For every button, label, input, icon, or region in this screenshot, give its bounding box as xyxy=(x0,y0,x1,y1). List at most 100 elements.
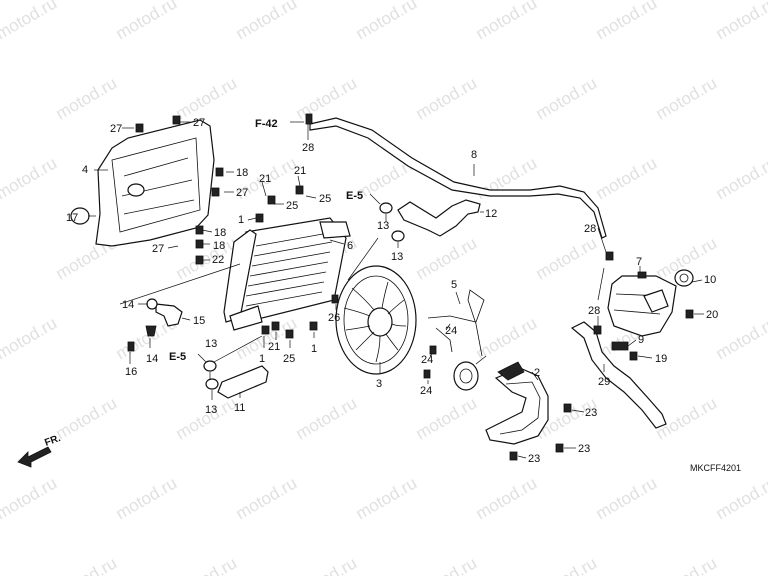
cooling-fan-part xyxy=(335,265,417,375)
watermark-text: motod.ru xyxy=(0,473,60,523)
callout-14: 14 xyxy=(122,299,134,311)
watermark-text: motod.ru xyxy=(53,73,121,123)
breather-tube-part xyxy=(309,117,607,239)
callout-18: 18 xyxy=(236,167,248,179)
callout-23: 23 xyxy=(528,453,540,465)
watermark-text: motod.ru xyxy=(533,73,601,123)
watermark-text: motod.ru xyxy=(473,0,541,43)
callout-7: 7 xyxy=(636,256,642,268)
radiator-shroud-part xyxy=(95,115,215,247)
callout-1: 1 xyxy=(259,353,265,365)
watermark-text: motod.ru xyxy=(653,73,721,123)
callout-10: 10 xyxy=(704,274,716,286)
callout-25: 25 xyxy=(283,353,295,365)
watermark-text: motod.ru xyxy=(113,0,181,43)
watermark-text: motod.ru xyxy=(0,0,60,43)
callout-24: 24 xyxy=(421,354,433,366)
callout-28: 28 xyxy=(302,142,314,154)
callout-11: 11 xyxy=(234,402,245,414)
small-hose-part xyxy=(155,303,183,327)
callout-13: 13 xyxy=(391,251,403,263)
callout-24: 24 xyxy=(445,325,457,337)
callout-5: 5 xyxy=(451,279,457,291)
watermark-text: motod.ru xyxy=(713,0,768,43)
callout-3: 3 xyxy=(376,378,382,390)
watermark-text: motod.ru xyxy=(413,73,481,123)
bolt-part xyxy=(127,341,135,352)
watermark-text: motod.ru xyxy=(173,73,241,123)
ref-f42: F-42 xyxy=(255,118,278,130)
callout-13: 13 xyxy=(377,220,389,232)
callout-28: 28 xyxy=(588,305,600,317)
callout-22: 22 xyxy=(212,254,224,266)
callout-8: 8 xyxy=(471,149,477,161)
watermark-text: motod.ru xyxy=(293,553,361,576)
hose-clamp-part xyxy=(205,378,219,390)
bolts-group xyxy=(195,113,694,461)
callout-27: 27 xyxy=(110,123,122,135)
watermark-text: motod.ru xyxy=(593,153,661,203)
callout-19: 19 xyxy=(655,353,667,365)
lower-hose-part xyxy=(217,365,269,399)
watermark-text: motod.ru xyxy=(0,313,60,363)
callout-23: 23 xyxy=(585,407,597,419)
watermark-text: motod.ru xyxy=(593,0,661,43)
callout-27: 27 xyxy=(152,243,164,255)
callout-12: 12 xyxy=(485,208,497,220)
diagram-code: MKCFF4201 xyxy=(690,463,741,473)
callout-1: 1 xyxy=(238,214,244,226)
reserve-tank-part xyxy=(607,271,677,337)
callout-20: 20 xyxy=(706,309,718,321)
callout-28: 28 xyxy=(584,223,596,235)
ref-e5-bottom: E-5 xyxy=(169,351,186,363)
watermark-text: motod.ru xyxy=(413,233,481,283)
callout-21: 21 xyxy=(268,341,280,353)
callout-21: 21 xyxy=(259,173,271,185)
watermark-text: motod.ru xyxy=(713,473,768,523)
callout-layer: 27 27 4 18 27 17 18 27 18 22 21 21 25 25… xyxy=(66,117,718,465)
hose-clamp-part xyxy=(379,202,393,214)
watermark-text: motod.ru xyxy=(53,553,121,576)
watermark-text: motod.ru xyxy=(713,313,768,363)
callout-13: 13 xyxy=(205,404,217,416)
bracket-part xyxy=(611,341,629,351)
callout-9: 9 xyxy=(638,334,644,346)
water-pump-cover-part xyxy=(485,361,549,445)
callout-27: 27 xyxy=(193,117,205,129)
callout-25: 25 xyxy=(319,193,331,205)
callout-14: 14 xyxy=(146,353,158,365)
watermark-text: motod.ru xyxy=(353,0,421,43)
callout-16: 16 xyxy=(125,366,137,378)
callout-18: 18 xyxy=(214,227,226,239)
watermark-text: motod.ru xyxy=(173,393,241,443)
callout-23: 23 xyxy=(578,443,590,455)
leader-lines xyxy=(88,121,704,459)
callout-27: 27 xyxy=(236,187,248,199)
callout-25: 25 xyxy=(286,200,298,212)
fan-motor-part xyxy=(427,289,487,391)
front-arrow-label: FR. xyxy=(43,433,62,449)
upper-hose-part xyxy=(397,199,481,237)
watermark-text: motod.ru xyxy=(473,313,541,363)
watermark-text: motod.ru xyxy=(533,233,601,283)
watermark-text: motod.ru xyxy=(713,153,768,203)
callout-29: 29 xyxy=(598,376,610,388)
callout-1: 1 xyxy=(311,343,317,355)
callout-2: 2 xyxy=(534,367,540,379)
watermark-text: motod.ru xyxy=(653,553,721,576)
callout-18: 18 xyxy=(213,240,225,252)
ref-e5-top: E-5 xyxy=(346,190,363,202)
watermark-text: motod.ru xyxy=(293,393,361,443)
tank-cap-part xyxy=(674,269,694,287)
hose-clamp-part xyxy=(203,360,217,372)
watermark-text: motod.ru xyxy=(293,73,361,123)
callout-24: 24 xyxy=(420,385,432,397)
radiator-part xyxy=(223,217,351,331)
callout-15: 15 xyxy=(193,315,205,327)
callout-6: 6 xyxy=(347,240,353,252)
watermark-text: motod.ru xyxy=(53,393,121,443)
callout-26: 26 xyxy=(328,312,340,324)
watermark-text: motod.ru xyxy=(533,553,601,576)
watermark-text: motod.ru xyxy=(473,473,541,523)
